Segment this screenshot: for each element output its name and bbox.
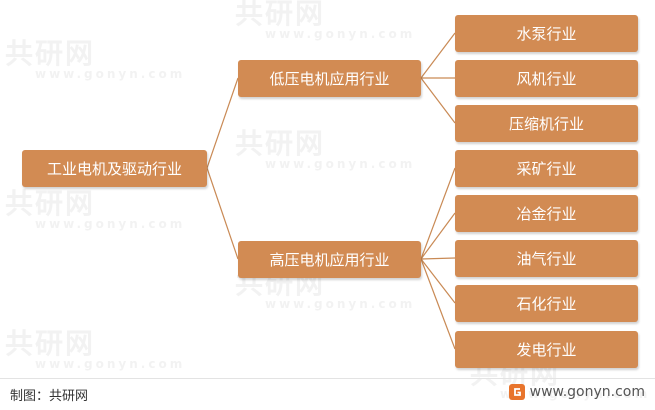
leaf-node: 采矿行业 [455,150,638,187]
leaf-node: 水泵行业 [455,15,638,52]
connector-high-leaf [420,257,456,260]
connector-low-leaf [420,77,456,124]
connector-high-leaf [420,212,456,260]
branch-node-low-voltage: 低压电机应用行业 [238,60,421,97]
branch-node-high-voltage: 高压电机应用行业 [238,241,421,278]
footer-divider [0,378,655,379]
gonyn-logo-icon [508,384,525,400]
root-node: 工业电机及驱动行业 [22,150,207,187]
leaf-node: 油气行业 [455,240,638,277]
connector-root-low [206,77,239,169]
leaf-node: 风机行业 [455,60,638,97]
footer-site[interactable]: www.gonyn.com [529,384,645,400]
leaf-node: 冶金行业 [455,195,638,232]
leaf-node: 石化行业 [455,285,638,322]
footer-brand: www.gonyn.com [508,384,645,400]
connector-high-leaf [420,258,456,304]
connector-root-high [206,167,239,260]
footer-source: 制图：共研网 [10,389,89,404]
leaf-node: 发电行业 [455,331,638,368]
leaf-node: 压缩机行业 [455,105,638,142]
connector-high-leaf [420,167,456,260]
connector-low-leaf [420,32,456,79]
connector-high-leaf [420,258,456,350]
